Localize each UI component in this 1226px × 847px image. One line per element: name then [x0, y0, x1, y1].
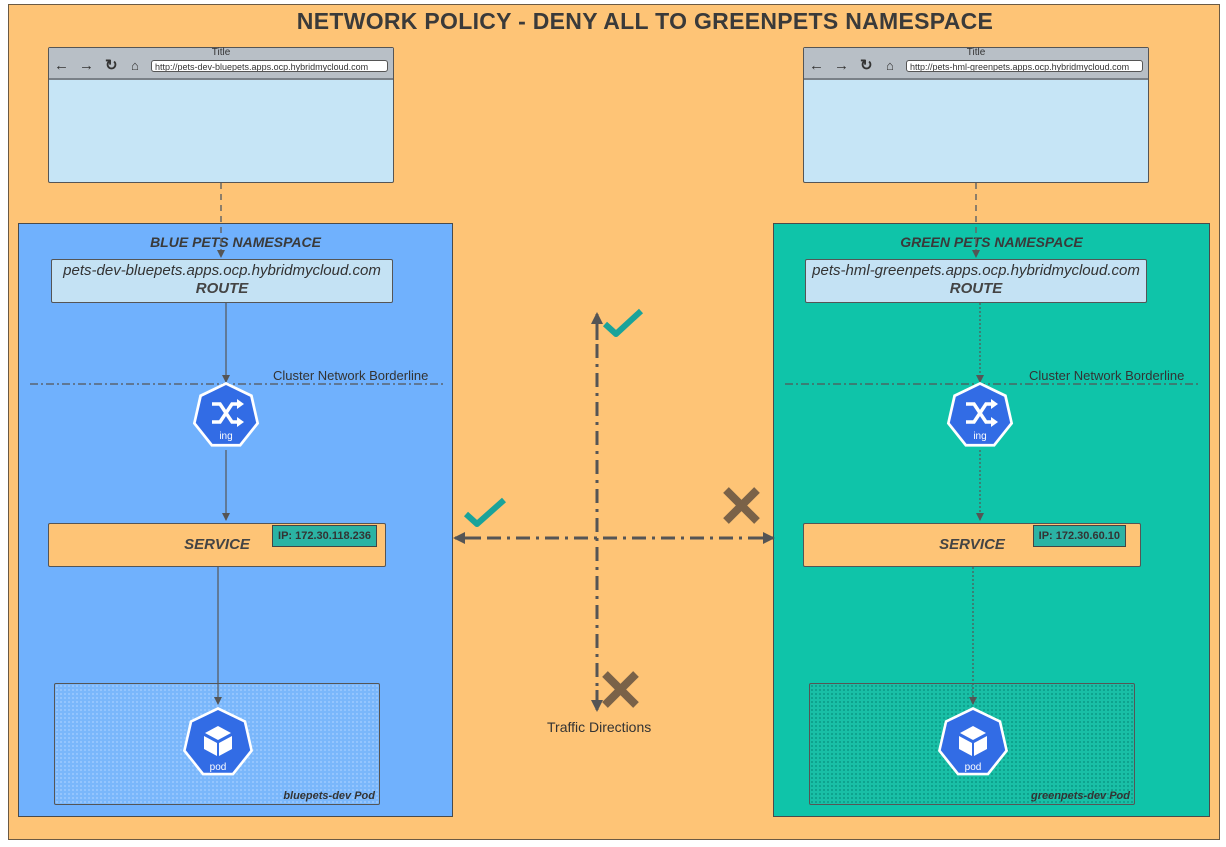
blue-route: pets-dev-bluepets.apps.ocp.hybridmycloud… [51, 259, 393, 303]
green-namespace-label: GREEN PETS NAMESPACE [900, 234, 1083, 250]
green-route: pets-hml-greenpets.apps.ocp.hybridmyclou… [805, 259, 1147, 303]
green-border-label: Cluster Network Borderline [1029, 368, 1185, 383]
blue-route-url: pets-dev-bluepets.apps.ocp.hybridmycloud… [63, 262, 381, 279]
blue-pod-icon-label: pod [210, 762, 227, 773]
blue-ingress-icon: ing [192, 382, 260, 447]
blue-service: SERVICE IP: 172.30.118.236 [48, 523, 386, 567]
back-icon: ← [54, 57, 69, 74]
green-pod-icon-label: pod [965, 762, 982, 773]
blue-browser-url: http://pets-dev-bluepets.apps.ocp.hybrid… [151, 60, 388, 72]
blue-service-ip: IP: 172.30.118.236 [272, 525, 377, 547]
blue-route-label: ROUTE [195, 280, 249, 297]
reload-icon: ↻ [105, 57, 118, 74]
blue-browser-title: Title [211, 47, 231, 58]
green-browser-toolbar: Title ← → ↻ ⌂ http://pets-hml-greenpets.… [804, 47, 1148, 80]
green-ingress-label: ing [973, 431, 986, 442]
forward-icon: → [834, 57, 849, 74]
blue-pod-label: bluepets-dev Pod [283, 790, 375, 802]
traffic-directions-label: Traffic Directions [547, 719, 652, 735]
home-icon: ⌂ [886, 58, 894, 73]
forward-icon: → [79, 57, 94, 74]
green-pod-label: greenpets-dev Pod [1030, 790, 1130, 802]
blue-pod-box: bluepets-dev Pod [54, 683, 380, 805]
up-check-icon [602, 308, 644, 337]
green-browser-url: http://pets-hml-greenpets.apps.ocp.hybri… [906, 60, 1143, 72]
blue-border-label: Cluster Network Borderline [273, 368, 429, 383]
green-route-url: pets-hml-greenpets.apps.ocp.hybridmyclou… [812, 262, 1140, 279]
green-browser-window: Title ← → ↻ ⌂ http://pets-hml-greenpets.… [803, 47, 1149, 183]
left-check-icon [463, 497, 506, 527]
green-service-ip: IP: 172.30.60.10 [1032, 525, 1126, 547]
blue-browser-toolbar: Title ← → ↻ ⌂ http://pets-dev-bluepets.a… [49, 47, 393, 80]
blue-pod-icon: pod [183, 707, 253, 776]
blue-browser-window: Title ← → ↻ ⌂ http://pets-dev-bluepets.a… [48, 47, 394, 183]
diagram-title: NETWORK POLICY - DENY ALL TO GREENPETS N… [296, 8, 994, 34]
home-icon: ⌂ [131, 58, 139, 73]
back-icon: ← [809, 57, 824, 74]
down-cross-icon [602, 671, 639, 708]
right-cross-icon [723, 487, 760, 524]
reload-icon: ↻ [860, 57, 873, 74]
green-browser-title: Title [966, 47, 986, 58]
blue-service-label: SERVICE [184, 536, 250, 553]
blue-namespace-label: BLUE PETS NAMESPACE [150, 234, 321, 250]
green-route-label: ROUTE [949, 280, 1003, 297]
green-ingress-icon: ing [946, 382, 1014, 447]
blue-ingress-label: ing [219, 431, 232, 442]
green-pod-icon: pod [938, 707, 1008, 776]
green-service: SERVICE IP: 172.30.60.10 [803, 523, 1141, 567]
green-service-label: SERVICE [939, 536, 1005, 553]
